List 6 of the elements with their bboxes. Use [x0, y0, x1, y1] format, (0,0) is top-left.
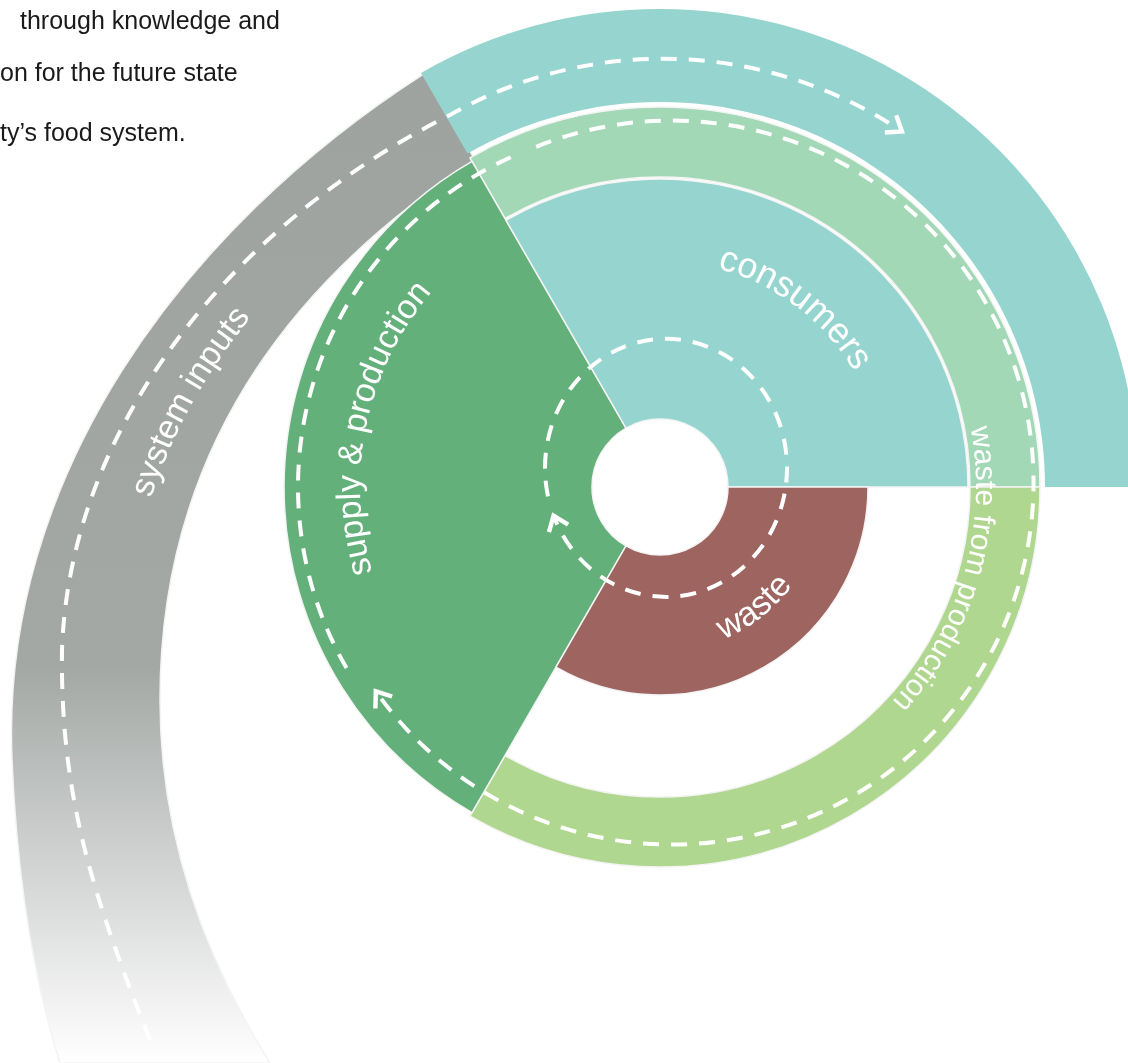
text-line: ty’s food system. — [0, 118, 186, 147]
dashed-arrow — [373, 118, 1036, 846]
dashed-arrow — [547, 493, 787, 599]
text-line: on for the future state — [0, 58, 238, 87]
text-line: through knowledge and — [20, 6, 280, 35]
dashed-arrow — [60, 56, 905, 1041]
